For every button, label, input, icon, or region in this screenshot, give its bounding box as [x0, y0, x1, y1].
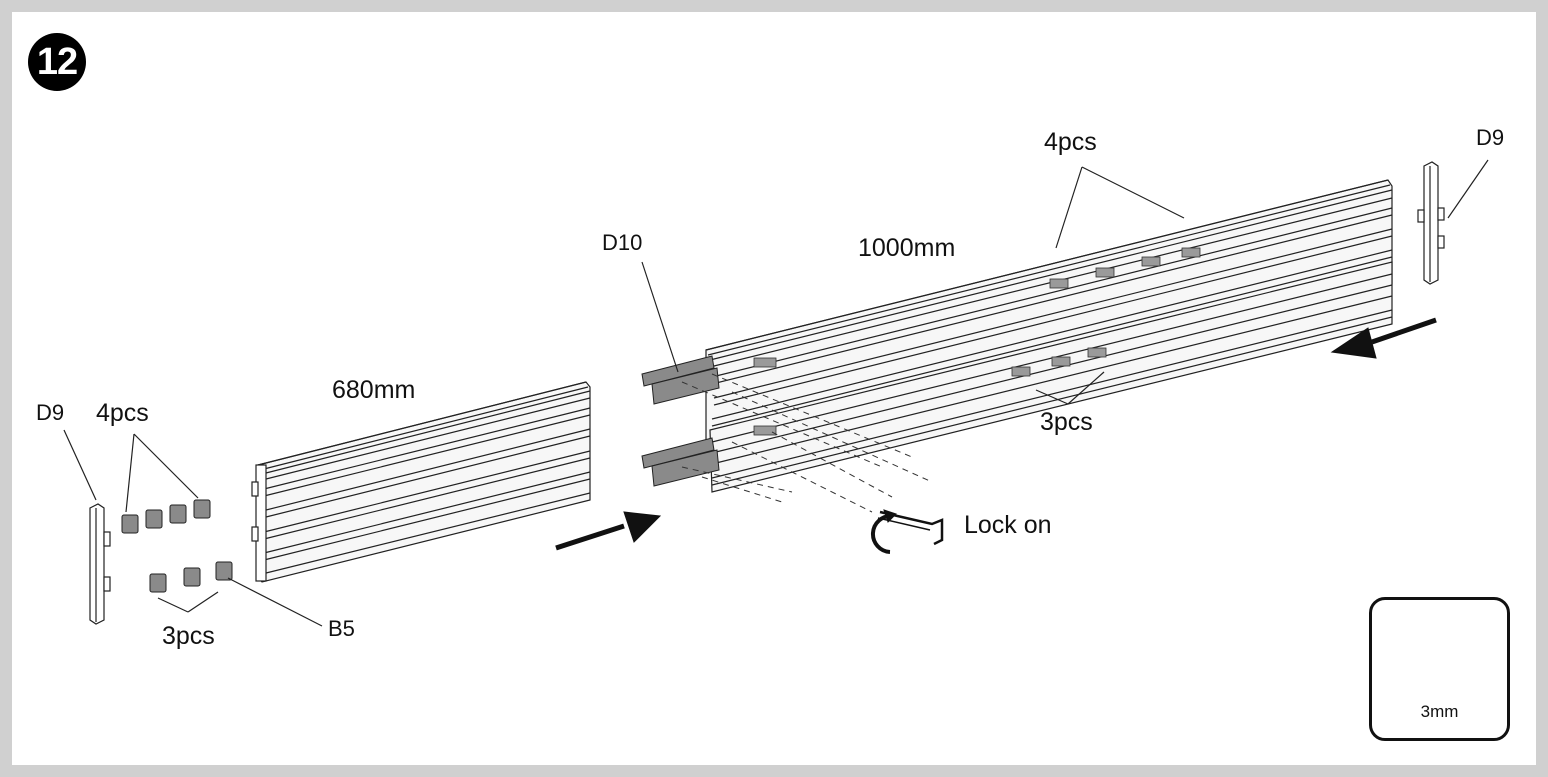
label-qty-3pcs-right: 3pcs — [1040, 408, 1093, 436]
rail-1000mm — [705, 179, 1393, 493]
label-lock-on: Lock on — [964, 511, 1052, 539]
label-length-680mm: 680mm — [332, 376, 416, 404]
required-tool-box: 3mm — [1369, 597, 1510, 741]
step-number-badge: 12 — [28, 33, 86, 91]
label-b5: B5 — [328, 616, 355, 641]
b5-slot-nuts — [121, 499, 233, 593]
label-d9-left: D9 — [36, 400, 65, 425]
instruction-panel: 12 — [12, 12, 1536, 765]
lock-hex-key-icon — [870, 509, 944, 554]
assembly-drawing — [63, 159, 1489, 698]
label-qty-4pcs-right: 4pcs — [1044, 128, 1097, 156]
label-qty-3pcs-left: 3pcs — [162, 622, 215, 650]
d9-end-cap-right — [1417, 161, 1445, 285]
d9-end-cap-left — [89, 503, 111, 625]
label-d9-right: D9 — [1476, 125, 1505, 150]
insert-arrows — [555, 317, 1437, 551]
tool-size-label: 3mm — [1420, 702, 1459, 721]
label-qty-4pcs-left: 4pcs — [96, 399, 149, 427]
label-d10: D10 — [602, 230, 643, 255]
rail-680mm — [251, 381, 591, 583]
label-length-1000mm: 1000mm — [858, 234, 956, 262]
